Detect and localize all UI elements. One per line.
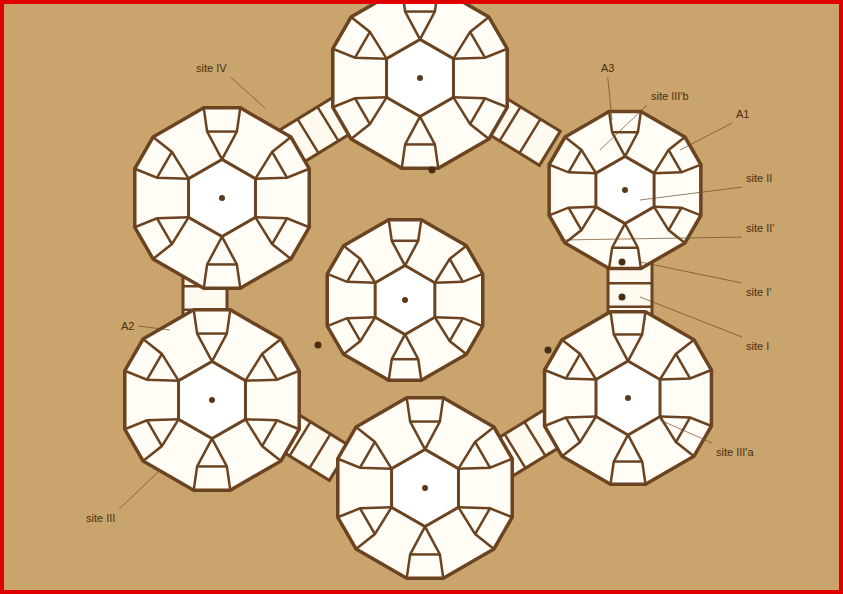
leader-line [560, 237, 742, 240]
site-label: site IV [195, 62, 228, 74]
site-dot [315, 342, 322, 349]
site-label: site III'b [650, 90, 690, 102]
site-label: A2 [120, 320, 135, 332]
sodalite-cage [125, 310, 299, 490]
site-label: site II' [745, 222, 775, 234]
sodalite-cage [549, 112, 701, 269]
sodalite-cage [338, 398, 512, 578]
site-label: site II [745, 172, 773, 184]
leader-lines [119, 77, 742, 509]
sodalite-cage [545, 312, 712, 484]
sodalite-cage [333, 0, 507, 168]
leader-line [660, 420, 712, 443]
sodalite-cage [135, 108, 309, 288]
site-label: site III'a [715, 446, 755, 458]
site-dot [619, 259, 626, 266]
leader-line [138, 326, 170, 330]
leader-line [600, 105, 647, 150]
leader-line [231, 77, 265, 108]
site-label: A1 [735, 108, 750, 120]
site-label: A3 [600, 62, 615, 74]
site-dot [619, 294, 626, 301]
leader-line [640, 187, 742, 200]
sodalite-cages [125, 0, 712, 578]
site-label: site III [85, 512, 116, 524]
leader-line [608, 77, 612, 120]
site-dot [429, 167, 436, 174]
leader-line [119, 470, 160, 509]
leader-line [640, 262, 742, 283]
leader-line [680, 123, 732, 150]
site-label: site I' [745, 286, 772, 298]
site-label: site I [745, 340, 770, 352]
leader-line [640, 297, 742, 337]
sodalite-cage [327, 220, 482, 381]
site-dot [545, 347, 552, 354]
